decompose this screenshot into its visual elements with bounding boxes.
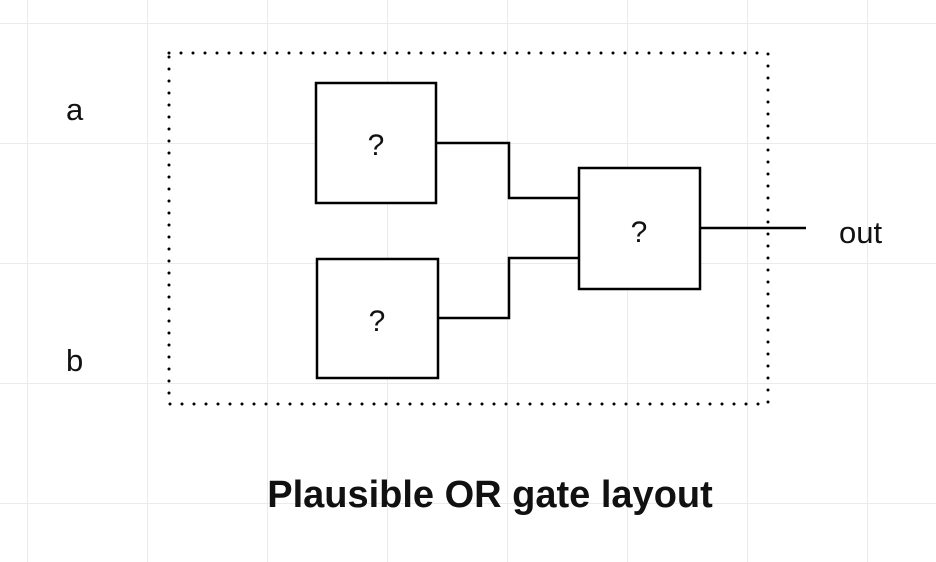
wire-top-to-right-gate [436,141,579,200]
gate-top-left [314,81,438,205]
wire-bottom-to-right-gate [438,256,579,320]
gate-bottom-left-label: ? [369,305,386,338]
input-a-label: a [66,92,84,127]
module-boundary [167,51,770,406]
gate-right [577,166,702,291]
output-label: out [839,215,882,250]
gate-right-label: ? [631,216,648,249]
gate-bottom-left [315,257,440,380]
gate-top-left-label: ? [368,129,385,162]
input-b-label: b [66,343,83,378]
diagram-caption: Plausible OR gate layout [267,474,713,516]
